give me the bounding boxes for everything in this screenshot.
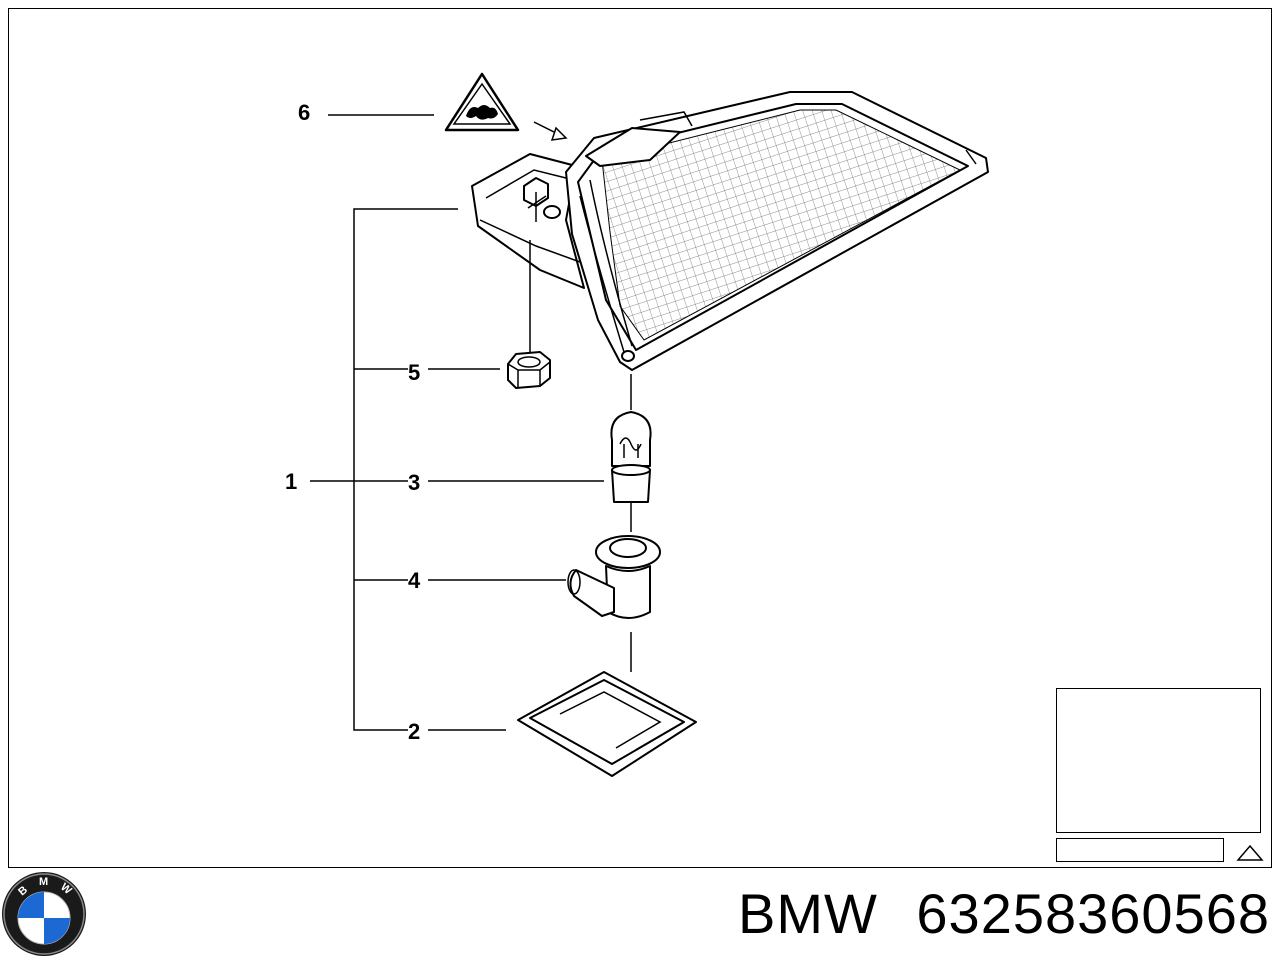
- gasket-part-2: [517, 671, 697, 777]
- bmw-roundel-logo: B M W: [2, 872, 86, 956]
- diagram-frame: [8, 8, 1272, 868]
- part-title: BMW 63258360568: [650, 876, 1270, 952]
- callout-4: 4: [408, 568, 421, 593]
- callout-5: 5: [408, 360, 420, 385]
- part-number: 63258360568: [916, 882, 1270, 945]
- bulb-socket-part-4: [567, 535, 661, 672]
- vehicle-thumbnail-frame: [1056, 688, 1261, 833]
- callout-1: 1: [285, 469, 297, 494]
- thumbnail-caption-box: [1056, 838, 1224, 862]
- nut-part-5: [507, 351, 551, 389]
- warning-label-part-6: [444, 72, 568, 141]
- bulb-part-3: [610, 374, 652, 532]
- bracket-leader: [310, 208, 458, 731]
- brand-name: BMW: [737, 882, 878, 945]
- callout-6: 6: [298, 100, 310, 125]
- brake-light-housing: [471, 91, 989, 371]
- svg-text:M: M: [39, 876, 48, 888]
- warning-triangle-icon: [1236, 844, 1264, 861]
- callout-3: 3: [408, 470, 420, 495]
- callout-2: 2: [408, 719, 420, 744]
